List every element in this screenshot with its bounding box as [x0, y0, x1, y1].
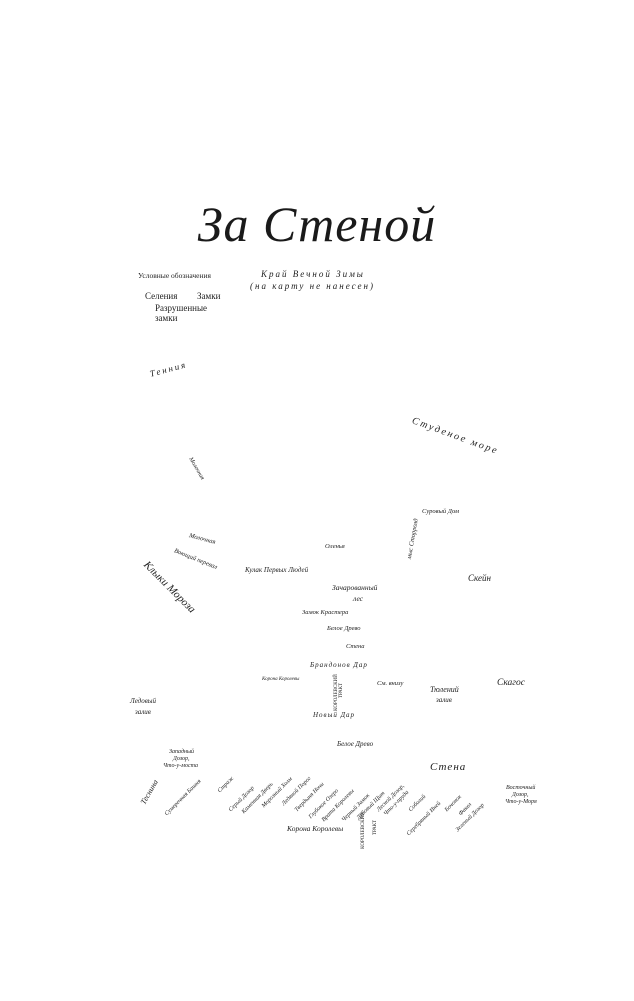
bay-label: Ледовый	[130, 697, 156, 705]
place-label: Стена	[346, 643, 365, 650]
place-label: Корона Королевы	[262, 677, 300, 682]
legend-ruined-castles: Разрушенные	[155, 303, 208, 313]
bay-label: залив	[135, 708, 151, 716]
sea-label: Студеное море	[410, 415, 501, 458]
castle-label: Сумеречная Башня	[163, 778, 203, 818]
wall-label: Стена	[430, 761, 467, 773]
river-label: Молочная	[187, 456, 206, 482]
road-label: ТРАКТ	[339, 682, 345, 699]
bay-label: Тюлений	[430, 685, 459, 694]
island-label: Скагос	[497, 678, 525, 688]
road-label: КОРОЛЕВСКИЙ	[333, 674, 339, 711]
region-label: Корона Королевы	[287, 824, 344, 833]
cape-label: мыс Сторролд	[405, 517, 420, 560]
place-label: Белое Древо	[327, 625, 361, 632]
forest-label: лес	[353, 594, 364, 603]
bay-label: залив	[436, 696, 452, 704]
region-label: Брандонов Дар	[310, 661, 368, 669]
mountains-label: Клыки Мороза	[141, 558, 198, 616]
river-label: Молочная	[188, 532, 217, 546]
castle-label: Что-у-моста	[163, 763, 199, 769]
note-line-1: Край Вечной Зимы	[261, 269, 365, 279]
legend-heading: Условные обозначения	[138, 271, 211, 280]
region-label: Тенния	[148, 359, 189, 379]
castle-label: Соболий	[407, 793, 428, 814]
place-label: Замок Крастера	[302, 609, 349, 616]
river-label: Оленья	[325, 543, 345, 550]
castle-label: Что-у-Моря	[505, 799, 537, 805]
road-label: КОРОЛЕВСКИЙ	[360, 812, 366, 849]
legend-castles: Замки	[197, 291, 221, 301]
legend-ruined-castles-2: замки	[155, 313, 178, 323]
castle-label: Страж	[216, 775, 236, 795]
castle-label: Западный	[169, 749, 195, 755]
castle-label: Восточный	[506, 785, 536, 791]
castle-label: Дозор,	[512, 792, 529, 798]
island-label: Скейн	[468, 573, 491, 583]
map-title: За Стеной	[197, 196, 437, 252]
road-label: ТРАКТ	[373, 819, 379, 836]
castle-label: Дозор,	[173, 756, 190, 762]
note-line-2: (на карту не нанесен)	[250, 281, 375, 291]
place-label: Суровый Дом	[422, 508, 460, 515]
legend-settlements: Селения	[145, 291, 178, 301]
place-label: Кулак Первых Людей	[245, 566, 309, 574]
place-label: Теснина	[138, 778, 161, 806]
pass-label: Воющий перевал	[172, 547, 219, 572]
see-below-label: См. внизу	[377, 680, 404, 687]
forest-label: Зачарованный	[332, 583, 378, 592]
place-label: Белое Древо	[337, 740, 374, 748]
region-label: Новый Дар	[313, 711, 356, 719]
